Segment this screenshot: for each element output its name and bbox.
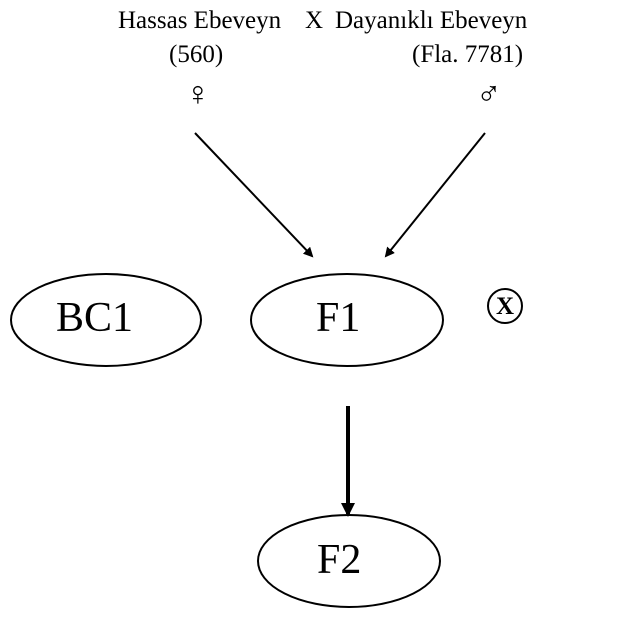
self-cross-circle [487,288,523,324]
female-parent-title: Hassas Ebeveyn [118,7,282,34]
female-to-f1-arrow [194,132,314,258]
bc1-node-label: BC1 [56,295,134,341]
self-cross-label: X [496,293,515,320]
male-parent-title: Dayanıklı Ebeveyn [335,7,528,34]
f1-node-ellipse [250,273,444,367]
male-parent-id: (Fla. 7781) [412,41,524,68]
female-symbol-icon: ♀ [185,76,211,113]
male-symbol-icon: ♂ [476,76,502,113]
f2-node-label: F2 [317,537,362,583]
male-to-f1-arrow [384,132,486,258]
cross-label: X [305,7,324,34]
female-parent-id: (560) [169,41,224,68]
bc1-node-ellipse [10,273,202,367]
f1-node-label: F1 [316,295,361,341]
